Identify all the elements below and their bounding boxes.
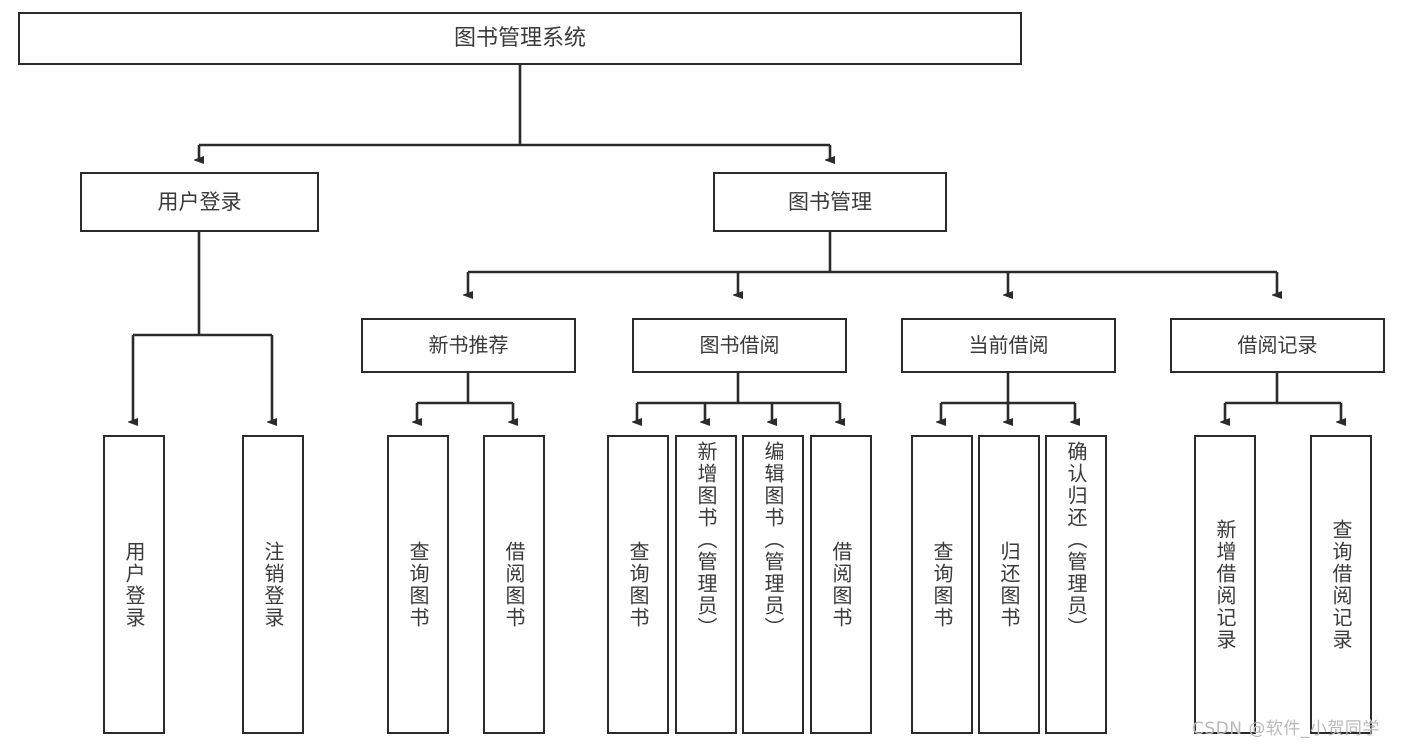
leaf-confirm-return[interactable]: 确认归还（管理员） — [1045, 435, 1107, 734]
node-book-manage-label: 图书管理 — [788, 189, 872, 214]
leaf-user-login-label: 用户登录 — [122, 540, 146, 629]
leaf-query-book-current[interactable]: 查询图书 — [911, 435, 973, 734]
leaf-borrow-book-label: 借阅图书 — [829, 540, 853, 629]
leaf-edit-book[interactable]: 编辑图书（管理员） — [742, 435, 804, 734]
node-root-label: 图书管理系统 — [453, 25, 586, 51]
node-book-borrow[interactable]: 图书借阅 — [632, 318, 847, 373]
node-user-login[interactable]: 用户登录 — [80, 172, 319, 232]
leaf-add-borrow-record-label: 新增借阅记录 — [1213, 518, 1237, 651]
node-book-borrow-label: 图书借阅 — [699, 332, 780, 357]
leaf-borrow-book[interactable]: 借阅图书 — [810, 435, 872, 734]
leaf-confirm-return-label: 确认归还（管理员） — [1064, 441, 1088, 639]
node-root[interactable]: 图书管理系统 — [18, 12, 1022, 65]
node-current-borrow-label: 当前借阅 — [968, 332, 1049, 357]
leaf-borrow-book-newbook-label: 借阅图书 — [502, 540, 526, 629]
leaf-add-book[interactable]: 新增图书（管理员） — [675, 435, 737, 734]
leaf-borrow-book-newbook[interactable]: 借阅图书 — [483, 435, 545, 734]
node-borrow-record-label: 借阅记录 — [1237, 332, 1318, 357]
leaf-logout[interactable]: 注销登录 — [242, 435, 304, 734]
node-borrow-record[interactable]: 借阅记录 — [1170, 318, 1385, 373]
leaf-edit-book-label: 编辑图书（管理员） — [761, 441, 785, 639]
watermark: CSDN @软件_小贺同学 — [1192, 719, 1380, 739]
leaf-query-borrow-record[interactable]: 查询借阅记录 — [1310, 435, 1372, 734]
leaf-add-borrow-record[interactable]: 新增借阅记录 — [1194, 435, 1256, 734]
leaf-return-book-label: 归还图书 — [997, 540, 1021, 629]
node-new-book-recommend[interactable]: 新书推荐 — [361, 318, 576, 373]
leaf-query-book-current-label: 查询图书 — [930, 540, 954, 629]
leaf-logout-label: 注销登录 — [261, 540, 285, 629]
node-new-book-recommend-label: 新书推荐 — [428, 332, 509, 357]
leaf-query-book-newbook[interactable]: 查询图书 — [387, 435, 449, 734]
leaf-return-book[interactable]: 归还图书 — [978, 435, 1040, 734]
leaf-user-login[interactable]: 用户登录 — [103, 435, 165, 734]
leaf-query-book-borrow[interactable]: 查询图书 — [607, 435, 669, 734]
leaf-query-book-borrow-label: 查询图书 — [626, 540, 650, 629]
node-user-login-label: 用户登录 — [157, 189, 242, 214]
leaf-query-book-newbook-label: 查询图书 — [406, 540, 430, 629]
leaf-add-book-label: 新增图书（管理员） — [694, 441, 718, 639]
node-current-borrow[interactable]: 当前借阅 — [901, 318, 1116, 373]
node-book-manage[interactable]: 图书管理 — [713, 172, 947, 232]
leaf-query-borrow-record-label: 查询借阅记录 — [1329, 518, 1353, 651]
